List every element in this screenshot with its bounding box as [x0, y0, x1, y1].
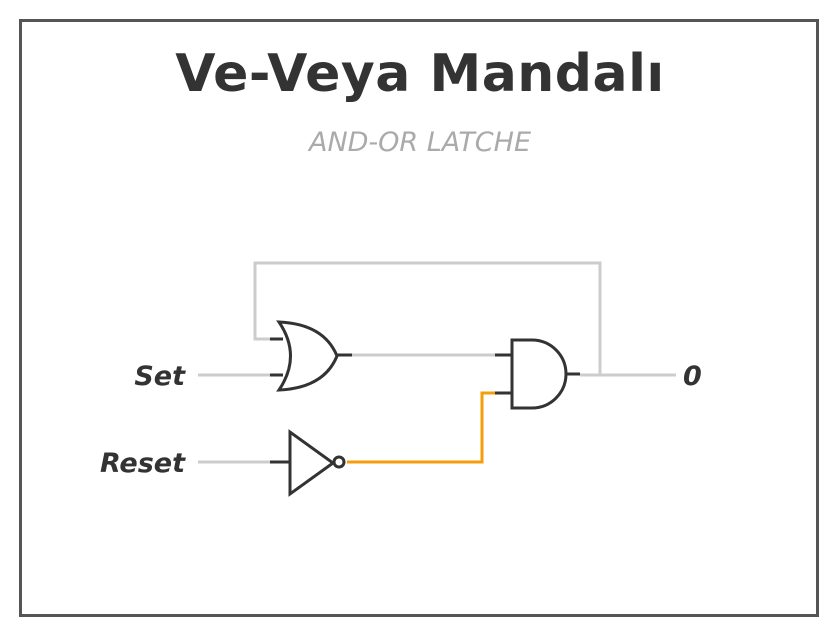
and-gate — [495, 338, 580, 410]
set-label: Set — [134, 361, 186, 392]
wires — [198, 261, 676, 464]
diagram-title: Ve-Veya Mandalı — [175, 44, 665, 104]
feedback-wire — [253, 261, 602, 375]
or-gate — [270, 320, 352, 392]
output-value-label: 0 — [683, 361, 702, 392]
reset-label: Reset — [100, 448, 186, 479]
not-gate — [270, 429, 346, 497]
diagram-subtitle: AND-OR LATCHE — [308, 127, 532, 158]
diagram-frame — [19, 19, 819, 617]
not-to-and-wire-active — [347, 391, 495, 464]
